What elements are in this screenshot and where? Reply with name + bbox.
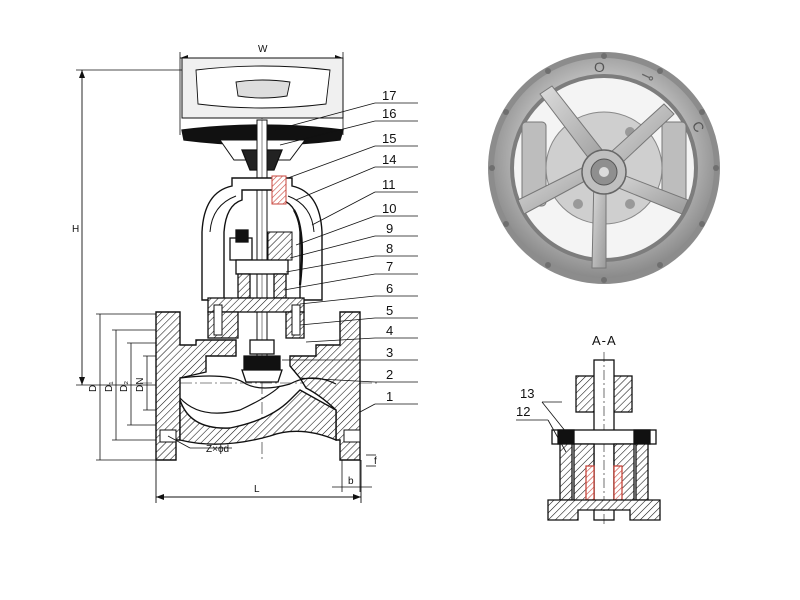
dim-label-d2: D₂ [119,381,130,392]
dim-label-h: H [72,224,79,235]
part-17: 17 [382,88,396,103]
valve-body [155,311,361,461]
section-title: A-A [592,333,617,348]
part-7: 7 [386,259,393,274]
gland-assembly [229,209,304,299]
dim-label-bolts: Z×ϕd [206,444,229,455]
valve-cross-section [76,52,418,503]
dimension-labels: W H L D D₁ D₂ DN b f Z×ϕd [72,44,377,495]
dim-label-dn: DN [135,378,146,392]
part-6: 6 [386,281,393,296]
handwheel-mark-open: O [594,59,605,75]
handwheel-photo: O C ⊸ [488,52,720,284]
section-a-a [516,352,661,525]
dimension-l [155,460,362,503]
dim-label-f: f [374,456,377,467]
part-11: 11 [382,177,396,192]
dim-label-l: L [254,484,260,495]
part-15: 15 [382,131,396,146]
part-9: 9 [386,221,393,236]
part-3: 3 [386,345,393,360]
dimension-b-f [332,454,376,492]
yoke-nut [271,175,287,205]
part-10: 10 [382,201,396,216]
dim-label-w: W [258,44,268,55]
dim-label-d: D [88,385,99,392]
part-2: 2 [386,367,393,382]
rim-knurling [489,53,719,283]
part-14: 14 [382,152,396,167]
section-part-12: 12 [516,404,530,419]
part-1: 1 [386,389,393,404]
part-5: 5 [386,303,393,318]
part-leaders [167,102,418,449]
valve-disc [241,339,283,383]
part-8: 8 [386,241,393,256]
bonnet-flange [207,297,305,339]
part-4: 4 [386,323,393,338]
section-part-13: 13 [520,386,534,401]
dim-label-b: b [348,476,354,487]
part-16: 16 [382,106,396,121]
dimension-flange-diameters [96,313,160,461]
dim-label-d1: D₁ [104,381,115,392]
part-number-labels: 17 16 15 14 11 10 9 8 7 6 5 4 3 2 1 [382,88,396,404]
